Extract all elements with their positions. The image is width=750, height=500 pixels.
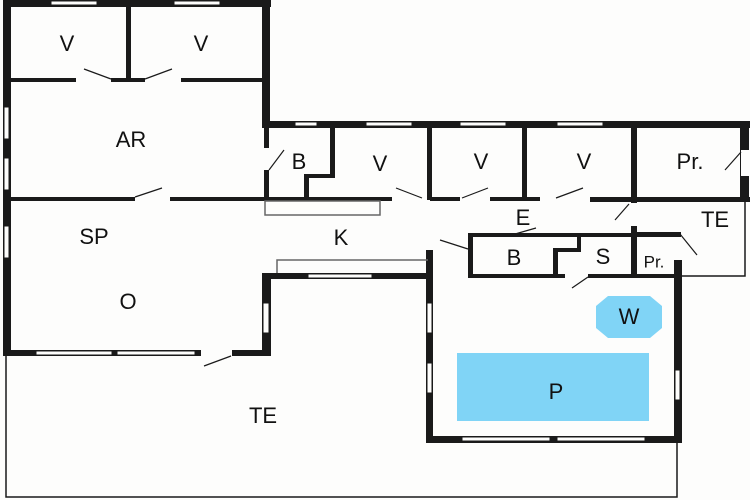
room-label-v5: V <box>576 149 592 174</box>
room-label-b1: B <box>291 149 307 174</box>
room-label-v1: V <box>59 31 75 56</box>
room-label-pr2: Pr. <box>643 252 665 272</box>
room-label-b2: B <box>506 245 522 270</box>
room-label-v4: V <box>473 149 489 174</box>
room-label-te2: TE <box>248 403 278 428</box>
room-label-v2: V <box>193 31 209 56</box>
room-label-k: K <box>333 225 349 250</box>
room-label-sp: SP <box>79 224 109 249</box>
room-label-p: P <box>548 379 564 404</box>
room-label-te1: TE <box>700 207 730 232</box>
kitchen-counters <box>264 200 428 273</box>
doors <box>83 68 749 367</box>
windows <box>3 0 681 442</box>
room-label-o: O <box>119 289 137 314</box>
whirlpool-octagon <box>596 296 662 338</box>
room-label-ar: AR <box>115 127 147 152</box>
room-label-w: W <box>618 304 640 329</box>
room-label-v3: V <box>372 151 388 176</box>
room-label-s: S <box>595 244 611 269</box>
pool <box>457 353 649 421</box>
room-label-e: E <box>515 205 531 230</box>
room-label-pr1: Pr. <box>676 149 704 174</box>
